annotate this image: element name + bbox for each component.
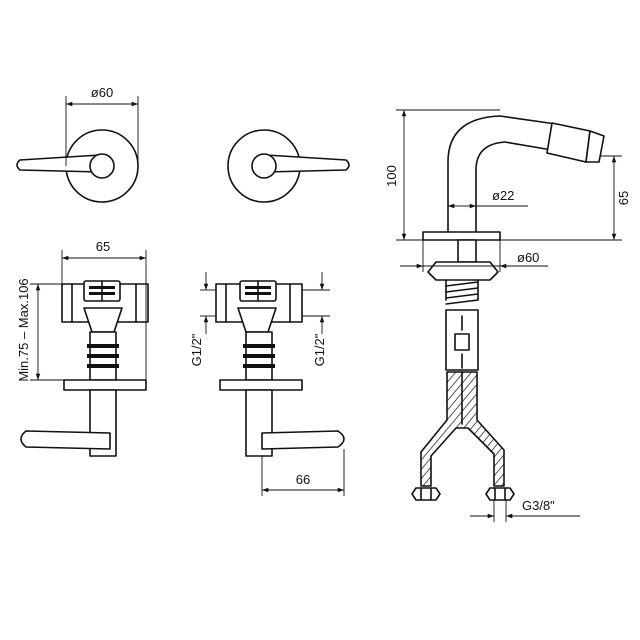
lever-length-label: 66 xyxy=(296,472,310,487)
right-handle-top-view xyxy=(227,129,350,203)
left-handle-top-view xyxy=(16,129,139,203)
lever-length-dimension: 66 xyxy=(261,449,345,496)
left-body-width-dimension: 65 xyxy=(61,239,147,380)
flexible-hoses xyxy=(411,371,515,501)
left-thread-label: G1/2" xyxy=(189,333,204,366)
wall-depth-dimension: Min.75 – Max.106 xyxy=(16,278,64,382)
base-diameter-label: ø60 xyxy=(517,250,539,265)
spout-dimensions: 100 65 ø22 ø60 xyxy=(384,109,631,272)
tube-diameter-label: ø22 xyxy=(492,188,514,203)
right-thread-label: G1/2" xyxy=(312,333,327,366)
hose-thread-dimension: G3/8" xyxy=(470,498,580,522)
rosette-diameter-dimension: ø60 xyxy=(65,85,139,166)
right-valve-side-view xyxy=(215,280,345,457)
spout-outlet-height-label: 65 xyxy=(616,191,631,205)
left-body-width-label: 65 xyxy=(96,239,110,254)
wall-depth-label: Min.75 – Max.106 xyxy=(16,278,31,381)
right-valve-thread-dimensions: G1/2" G1/2" xyxy=(189,272,330,366)
hose-thread-label: G3/8" xyxy=(522,498,555,513)
rosette-diameter-label: ø60 xyxy=(91,85,113,100)
bidet-spout xyxy=(422,115,605,371)
spout-height-label: 100 xyxy=(384,165,399,187)
left-valve-side-view xyxy=(20,280,149,457)
